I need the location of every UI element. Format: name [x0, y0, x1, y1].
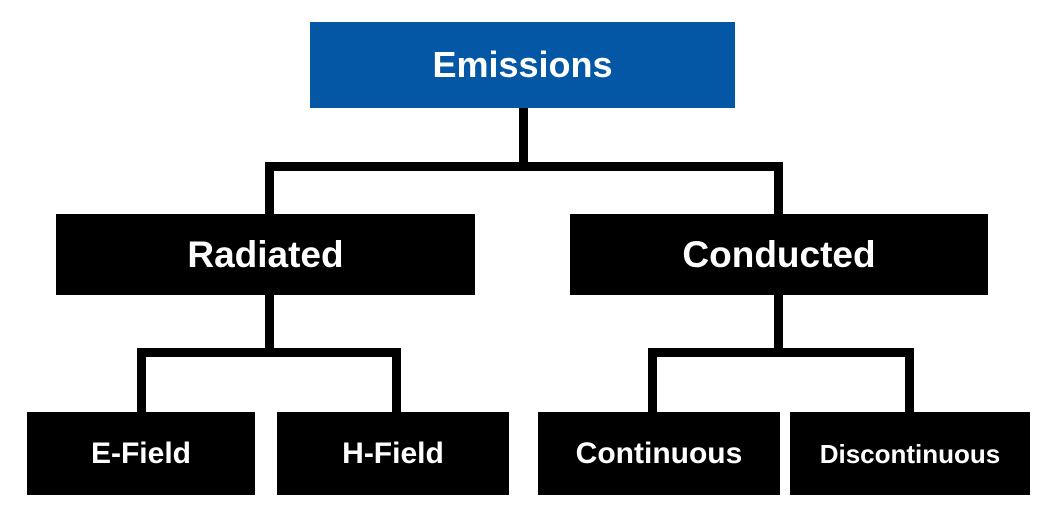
connector-level2-bus: [265, 162, 783, 171]
node-conducted[interactable]: Conducted: [570, 214, 988, 295]
connector-radiated-bus: [137, 348, 401, 357]
connector-hfield-drop: [392, 348, 401, 414]
connector-conducted-bus: [648, 348, 914, 357]
node-radiated[interactable]: Radiated: [56, 214, 475, 295]
node-h-field-label: H-Field: [342, 436, 444, 470]
connector-efield-drop: [137, 348, 146, 414]
node-continuous[interactable]: Continuous: [538, 412, 780, 495]
connector-continuous-drop: [648, 348, 657, 414]
node-emissions[interactable]: Emissions: [310, 22, 735, 108]
connector-radiated-drop: [265, 162, 274, 216]
node-discontinuous[interactable]: Discontinuous: [790, 412, 1030, 495]
connector-conducted-drop: [774, 162, 783, 216]
connector-conducted-stem: [774, 295, 783, 353]
node-conducted-label: Conducted: [682, 234, 876, 275]
connector-emissions-stem: [519, 108, 528, 166]
node-radiated-label: Radiated: [187, 234, 344, 275]
node-e-field[interactable]: E-Field: [27, 412, 255, 495]
node-continuous-label: Continuous: [575, 436, 743, 470]
connector-radiated-stem: [265, 295, 274, 353]
node-e-field-label: E-Field: [90, 436, 191, 470]
node-h-field[interactable]: H-Field: [277, 412, 509, 495]
node-emissions-label: Emissions: [432, 44, 613, 85]
connector-discontinuous-drop: [905, 348, 914, 414]
node-discontinuous-label: Discontinuous: [819, 438, 1001, 469]
